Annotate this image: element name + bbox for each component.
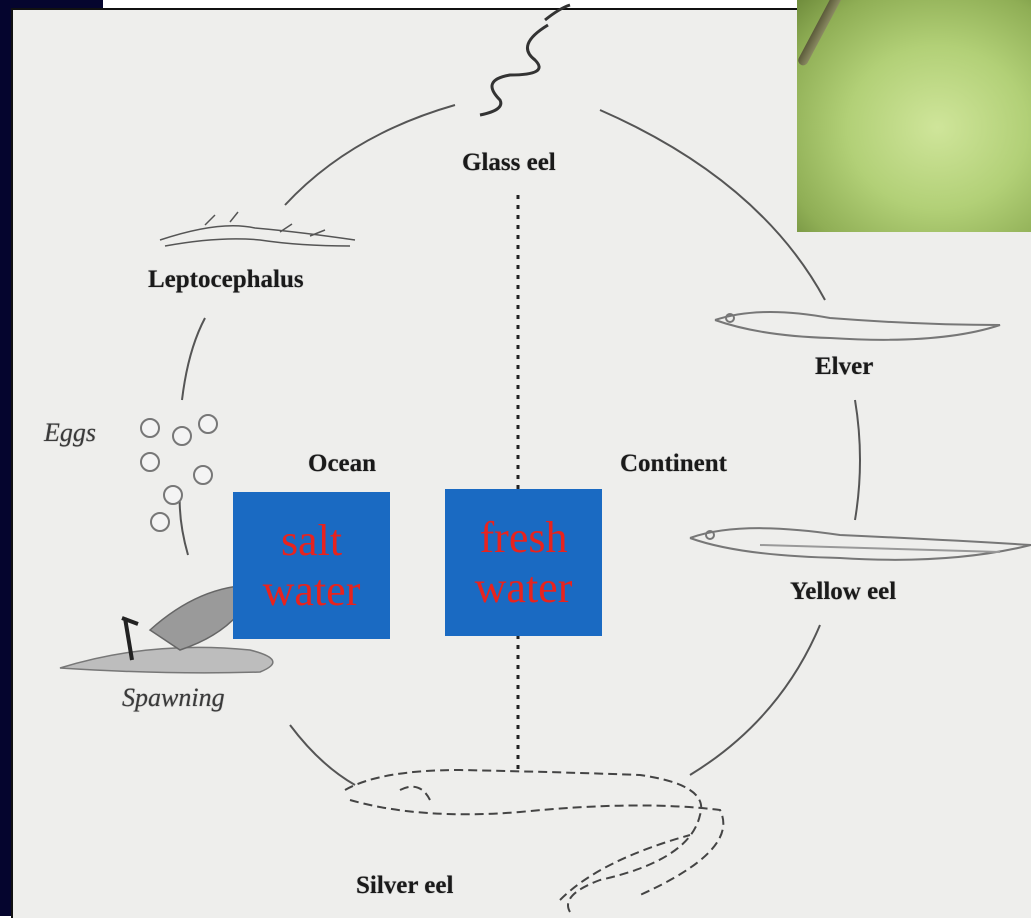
fresh-water-text-line2: water	[445, 563, 602, 613]
arc-lepto-to-glass	[285, 105, 455, 205]
stage-label-elver: Elver	[815, 353, 873, 381]
elver-drawing	[715, 312, 1000, 340]
stage-label-eggs: Eggs	[44, 418, 96, 448]
salt-water-text-line2: water	[233, 566, 390, 616]
stage-label-yellow-eel: Yellow eel	[790, 578, 896, 606]
eggs-drawing	[141, 415, 217, 531]
eel-photo	[797, 0, 1031, 232]
fresh-water-box: fresh water	[445, 489, 602, 636]
arc-silver-to-spawning	[290, 725, 355, 785]
stage-label-leptocephalus: Leptocephalus	[148, 266, 304, 294]
salt-water-box: salt water	[233, 492, 390, 639]
region-label-continent: Continent	[620, 450, 727, 478]
glass-eel-drawing	[480, 5, 570, 115]
arc-yellow-to-silver	[690, 625, 820, 775]
stage-label-spawning: Spawning	[122, 683, 225, 713]
leptocephalus-drawing	[160, 212, 355, 246]
stage-label-silver-eel: Silver eel	[356, 872, 453, 900]
arc-elver-to-yellow	[855, 400, 860, 520]
stage-label-glass-eel: Glass eel	[462, 149, 556, 177]
eel-in-photo	[797, 0, 848, 67]
region-label-ocean: Ocean	[308, 450, 376, 478]
arc-glass-to-elver	[600, 110, 825, 300]
arc-eggs-to-lepto	[182, 318, 205, 400]
salt-water-text-line1: salt	[233, 516, 390, 566]
yellow-eel-drawing	[690, 528, 1031, 560]
fresh-water-text-line1: fresh	[445, 513, 602, 563]
